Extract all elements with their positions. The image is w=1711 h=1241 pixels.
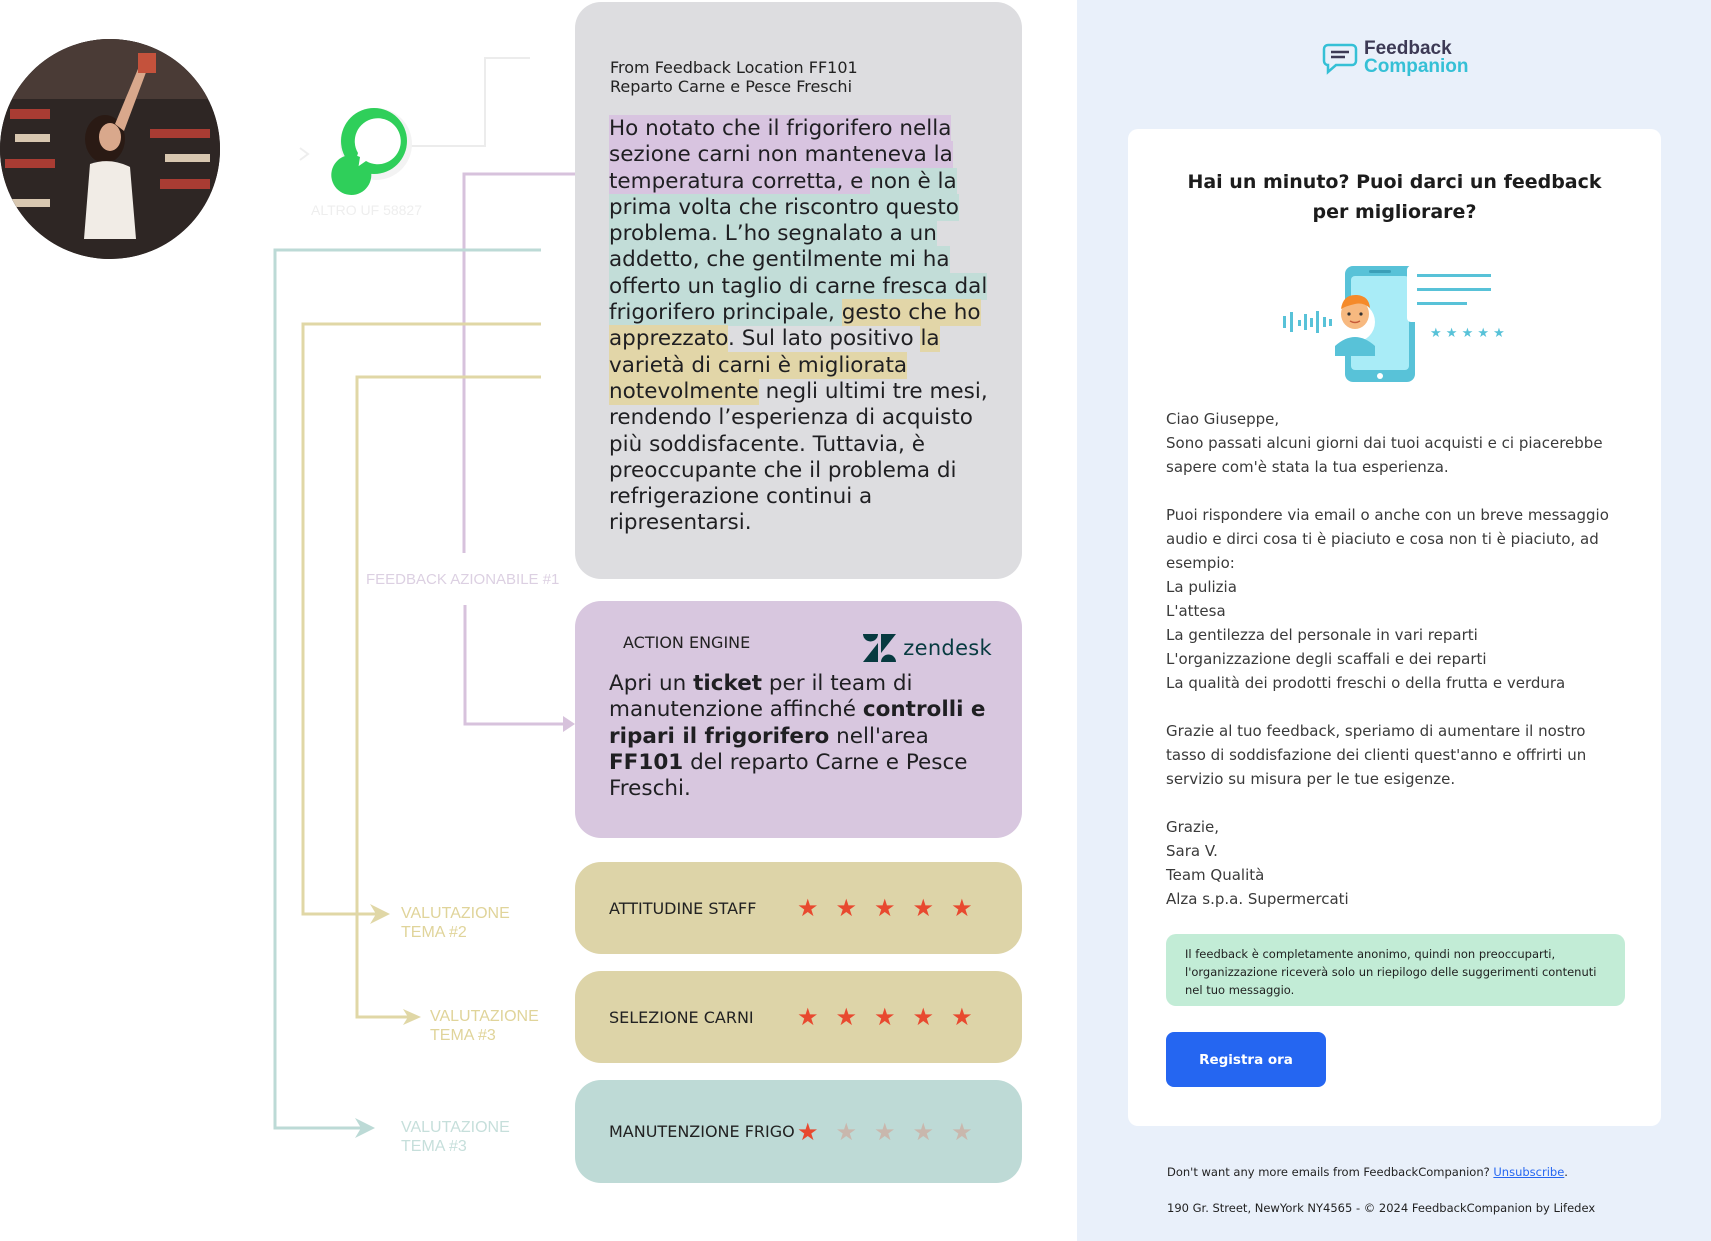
action-text-emphasis: controlli e ripari il frigorifero	[609, 697, 986, 749]
customer-photo	[0, 39, 220, 259]
purple-connector-bottom	[463, 605, 568, 726]
star-empty-icon: ★	[835, 1117, 858, 1146]
email-title: Hai un minuto? Puoi darci un feedback pe…	[1187, 171, 1602, 223]
brand-name-line2: Companion	[1364, 56, 1469, 77]
email-body: Ciao Giuseppe, Sono passati alcuni giorn…	[1166, 410, 1609, 908]
star-filled-icon: ★	[797, 894, 819, 922]
star-filled-icon: ★	[951, 894, 973, 922]
theme3a-label-line1: VALUTAZIONE	[430, 1008, 539, 1025]
footer-unsubscribe-suffix: .	[1564, 1165, 1568, 1179]
message-segment-none: negli ultimi tre mesi, rendendo l’esperi…	[609, 378, 988, 536]
star-rating: ★ ★ ★ ★ ★	[797, 1005, 973, 1029]
anonymity-notice: Il feedback è completamente anonimo, qui…	[1166, 934, 1625, 1006]
email-card: Hai un minuto? Puoi darci un feedback pe…	[1128, 129, 1661, 1126]
action-engine-card: ACTION ENGINE zendesk Apri un ticket per…	[575, 601, 1022, 838]
zendesk-icon	[863, 634, 897, 662]
action-text-part: per il team di manutenzione affinché	[609, 671, 913, 723]
footer-unsubscribe-prefix: Don't want any more emails from Feedback…	[1167, 1165, 1494, 1179]
rating-label: ATTITUDINE STAFF	[609, 898, 757, 918]
theme3-label-a: VALUTAZIONE TEMA #3	[430, 1007, 539, 1045]
rating-card-meat-selection: SELEZIONE CARNI ★ ★ ★ ★ ★	[575, 971, 1022, 1063]
register-button[interactable]: Registra ora	[1166, 1032, 1326, 1087]
message-segment-purple: Ho notato che il frigorifero nella sezio…	[609, 115, 953, 195]
rating-label: SELEZIONE CARNI	[609, 1007, 754, 1027]
action-text-part: Apri un	[609, 671, 694, 696]
feedback-source-location: From Feedback Location FF101	[610, 58, 858, 77]
anonymity-notice-text: Il feedback è completamente anonimo, qui…	[1185, 947, 1597, 997]
teal-arrowhead	[355, 1118, 375, 1138]
flow-connectors	[273, 57, 575, 1138]
star-filled-icon: ★	[874, 894, 896, 922]
theme3-label-b: VALUTAZIONE TEMA #3	[401, 1118, 510, 1156]
theme2-label-line1: VALUTAZIONE	[401, 905, 510, 922]
footer-address: 190 Gr. Street, NewYork NY4565 - © 2024 …	[1167, 1201, 1596, 1215]
teal-connector	[273, 248, 541, 1130]
theme2-label-line2: TEMA #2	[401, 924, 467, 941]
feedback-message-card: From Feedback Location FF101 Reparto Car…	[575, 2, 1022, 579]
action-text-emphasis: ticket	[693, 671, 763, 696]
action-text-emphasis: FF101	[609, 749, 684, 775]
rating-card-fridge-maintenance: MANUTENZIONE FRIGO ★ ★ ★ ★ ★	[575, 1080, 1022, 1183]
message-segment-none: . Sul lato positivo	[728, 326, 921, 352]
star-filled-icon: ★	[912, 894, 935, 922]
star-empty-icon: ★	[874, 1117, 896, 1146]
action-text-part: del reparto Carne e Pesce Freschi.	[609, 749, 968, 802]
action-text-part: nell'area	[829, 723, 929, 749]
tan-arrowhead-theme3	[403, 1009, 421, 1025]
zendesk-wordmark: zendesk	[903, 636, 992, 660]
feedback-source-department: Reparto Carne e Pesce Freschi	[610, 77, 853, 96]
purple-connector-top	[462, 172, 575, 553]
footer-unsubscribe-line: Don't want any more emails from Feedback…	[1167, 1165, 1568, 1179]
theme3a-label-line2: TEMA #3	[430, 1027, 496, 1044]
star-filled-icon: ★	[912, 1003, 935, 1031]
star-filled-icon: ★	[951, 1003, 973, 1031]
tan-arrowhead-theme2	[370, 904, 390, 924]
star-empty-icon: ★	[951, 1117, 973, 1146]
action-engine-text: Apri un ticket per il team di manutenzio…	[609, 671, 999, 802]
theme2-label: VALUTAZIONE TEMA #2	[401, 904, 510, 942]
svg-text:★ ★ ★ ★ ★: ★ ★ ★ ★ ★	[1430, 326, 1505, 341]
star-rating: ★ ★ ★ ★ ★	[797, 896, 973, 920]
whatsapp-connector	[410, 57, 530, 147]
phone-feedback-illustration: ★ ★ ★ ★ ★	[1283, 266, 1505, 382]
purple-arrowhead	[563, 716, 575, 732]
chat-bubble-icon	[1322, 43, 1358, 75]
rating-label: MANUTENZIONE FRIGO	[609, 1122, 795, 1141]
star-rating: ★ ★ ★ ★ ★	[797, 1120, 973, 1144]
action-engine-label: ACTION ENGINE	[623, 633, 751, 652]
zendesk-logo: zendesk	[863, 634, 992, 662]
star-filled-icon: ★	[797, 1003, 819, 1031]
whatsapp-caption: ALTRO UF 58827	[311, 202, 423, 218]
star-empty-icon: ★	[912, 1117, 935, 1146]
feedback-message-text: Ho notato che il frigorifero nella sezio…	[609, 115, 994, 537]
tan-connector-theme3	[355, 375, 541, 1019]
rating-card-staff: ATTITUDINE STAFF ★ ★ ★ ★ ★	[575, 862, 1022, 954]
star-filled-icon: ★	[835, 894, 858, 922]
whatsapp-icon	[331, 108, 412, 196]
tan-connector-theme2	[301, 322, 541, 916]
brand-name-line1: Feedback	[1364, 38, 1452, 59]
theme3b-label-line1: VALUTAZIONE	[401, 1119, 510, 1136]
star-filled-icon: ★	[797, 1117, 819, 1146]
actionable-feedback-label: FEEDBACK AZIONABILE #1	[366, 571, 560, 588]
theme3b-label-line2: TEMA #3	[401, 1138, 467, 1155]
star-filled-icon: ★	[835, 1003, 858, 1031]
feedback-companion-logo: Feedback Companion	[1322, 38, 1469, 77]
star-filled-icon: ★	[874, 1003, 896, 1031]
unsubscribe-link[interactable]: Unsubscribe	[1493, 1165, 1565, 1179]
